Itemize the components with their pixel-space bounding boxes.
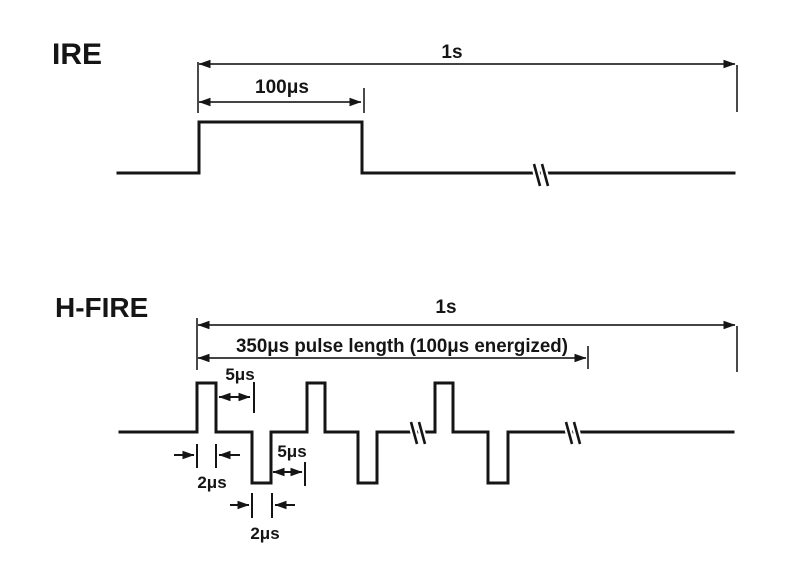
hfire-delay2-dimension: 5μs [272, 442, 307, 486]
hfire-width1-dimension: 2μs [174, 444, 240, 492]
hfire-title-label: H-FIRE [55, 292, 148, 323]
hfire-waveform [118, 381, 735, 485]
ire-title-label: IRE [52, 38, 102, 71]
hfire-axis-break-2 [562, 421, 584, 445]
ire-axis-break [530, 163, 552, 187]
hfire-width2-dimension: 2μs [230, 493, 295, 543]
hfire-axis-break-1 [407, 421, 429, 445]
hfire-burst-dimension: 350μs pulse length (100μs energized) [197, 336, 589, 369]
ire-pulsewidth-label: 100μs [255, 77, 309, 98]
hfire-burst-label: 350μs pulse length (100μs energized) [236, 336, 568, 357]
hfire-delay1-dimension: 5μs [218, 365, 255, 413]
ire-waveform [116, 120, 736, 175]
hfire-period-label: 1s [435, 297, 456, 318]
ire-section: IRE 1s 100μs [52, 38, 738, 187]
hfire-section: H-FIRE 1s 350μs pulse length (100μs ener… [55, 292, 738, 543]
hfire-delay1-label: 5μs [225, 365, 254, 384]
hfire-delay2-label: 5μs [277, 442, 306, 461]
ire-period-dimension: 1s [197, 42, 738, 113]
hfire-width1-label: 2μs [197, 473, 226, 492]
hfire-period-dimension: 1s [196, 297, 738, 372]
ire-period-label: 1s [441, 42, 462, 63]
hfire-width2-label: 2μs [250, 524, 279, 543]
ire-pulsewidth-dimension: 100μs [198, 77, 365, 113]
